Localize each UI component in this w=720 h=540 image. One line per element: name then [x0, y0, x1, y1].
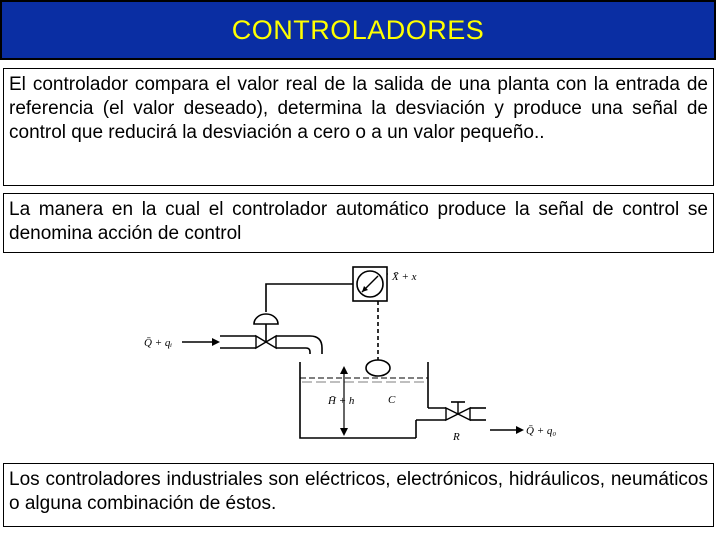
control-action-text: La manera en la cual el controlador auto…: [9, 199, 708, 244]
setpoint-label: X̄ + x: [391, 271, 417, 283]
liquid-level-control-diagram: X̄ + x Q̄ + qᵢ H̄ + h C: [144, 266, 556, 443]
controller-types-box: Los controladores industriales son eléct…: [3, 463, 714, 527]
resistance-label: R: [452, 431, 460, 443]
inflow-label: Q̄ + qᵢ: [144, 337, 172, 349]
tank: [299, 362, 429, 439]
control-signal-line: [265, 283, 353, 312]
capacitance-label: C: [388, 394, 396, 406]
definition-box: El controlador compara el valor real de …: [3, 68, 714, 186]
control-action-box: La manera en la cual el controlador auto…: [3, 193, 714, 253]
level-label: H̄ + h: [327, 395, 355, 407]
definition-text: El controlador compara el valor real de …: [9, 74, 708, 143]
title-bar: CONTROLADORES: [0, 0, 716, 60]
control-valve-icon: [253, 313, 279, 350]
page-title: CONTROLADORES: [231, 14, 485, 45]
controller-gauge-icon: [352, 266, 388, 302]
outlet-pipe: [415, 407, 486, 438]
float-icon: [365, 359, 391, 377]
outflow-arrow-icon: [490, 426, 524, 434]
outflow-label: Q̄ + q₀: [526, 425, 556, 437]
inlet-pipe: [220, 335, 323, 354]
controller-types-text: Los controladores industriales son eléct…: [9, 469, 708, 514]
outlet-valve-icon: [445, 401, 471, 422]
inflow-arrow-icon: [182, 338, 220, 346]
level-arrow-icon: [340, 366, 348, 436]
